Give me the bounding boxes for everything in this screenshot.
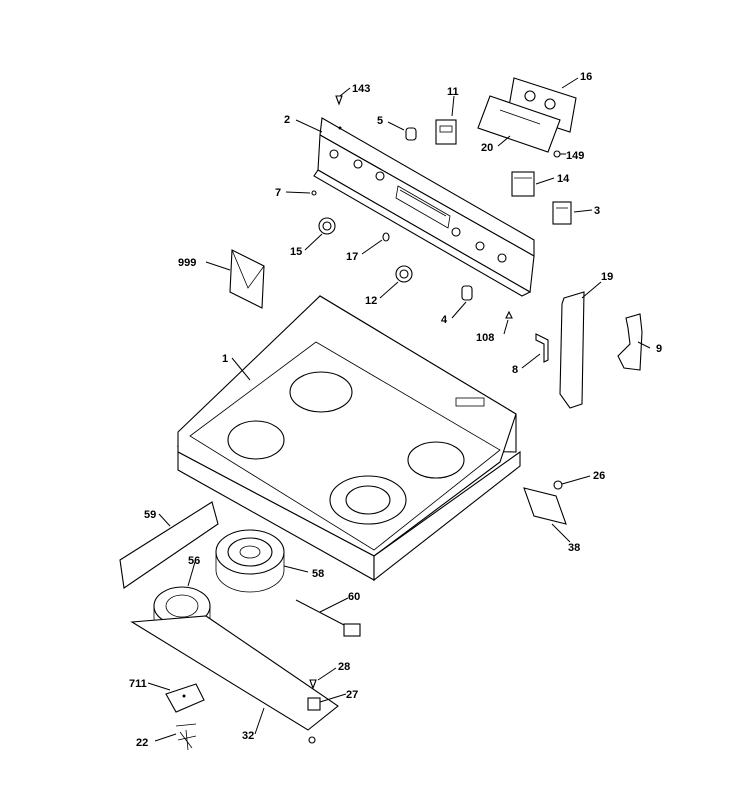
element-58: [215, 529, 285, 593]
knob-12: [395, 265, 413, 283]
overlay-20: [477, 95, 561, 153]
label-59: 59: [144, 509, 156, 521]
switch-3: [552, 201, 572, 225]
label-9: 9: [656, 343, 662, 355]
screw-149: [553, 150, 561, 158]
clip-108: [505, 310, 513, 319]
label-14: 14: [557, 173, 570, 185]
lamp-17: [382, 232, 390, 242]
label-2: 2: [284, 114, 290, 126]
panel-32: [130, 615, 339, 731]
label-19: 19: [601, 271, 613, 283]
nut-bottom: [308, 736, 316, 744]
label-149: 149: [566, 150, 584, 162]
label-999: 999: [178, 257, 196, 269]
label-26: 26: [593, 470, 605, 482]
plug-26: [553, 480, 563, 490]
knob-4: [461, 285, 473, 301]
label-38: 38: [568, 542, 580, 554]
rail-59: [119, 501, 219, 589]
label-56: 56: [188, 555, 200, 567]
screw-143: [335, 95, 343, 106]
label-1: 1: [222, 353, 228, 365]
bracket-711: [165, 683, 205, 713]
bracket-8: [535, 333, 549, 363]
label-22: 22: [136, 737, 148, 749]
label-58: 58: [312, 568, 324, 580]
label-7: 7: [275, 187, 281, 199]
callout-labels: 143 11 16 2 5 20 149 7 14 3 999 15 17 19…: [129, 71, 662, 749]
literature-999: [229, 249, 265, 309]
label-4: 4: [441, 314, 448, 326]
label-8: 8: [512, 364, 518, 376]
side-bracket-19: [559, 291, 585, 409]
handle-9: [617, 313, 643, 371]
sensor-60: [295, 599, 361, 637]
label-16: 16: [580, 71, 592, 83]
timer-module-16: [507, 77, 577, 133]
cooktop: [176, 295, 521, 582]
clip-7: [311, 190, 317, 196]
label-11: 11: [447, 86, 459, 98]
label-711: 711: [129, 678, 147, 690]
label-5: 5: [377, 115, 383, 127]
label-60: 60: [348, 591, 360, 603]
wire-harness-22: [175, 723, 197, 751]
label-32: 32: [242, 730, 254, 742]
label-17: 17: [346, 251, 358, 263]
label-108: 108: [476, 332, 494, 344]
backguard-panel: [313, 117, 535, 297]
label-27: 27: [346, 689, 358, 701]
label-3: 3: [594, 205, 600, 217]
bracket-38: [523, 487, 567, 525]
relay-14: [511, 171, 535, 197]
label-28: 28: [338, 661, 350, 673]
knob-5: [405, 127, 417, 141]
leader-lines: [147, 77, 651, 742]
block-27: [307, 697, 321, 711]
knob-15: [318, 217, 336, 235]
label-15: 15: [290, 246, 302, 258]
label-12: 12: [365, 295, 377, 307]
label-20: 20: [481, 142, 493, 154]
switch-11: [435, 119, 457, 145]
label-143: 143: [352, 83, 370, 95]
clip-28: [309, 679, 317, 690]
